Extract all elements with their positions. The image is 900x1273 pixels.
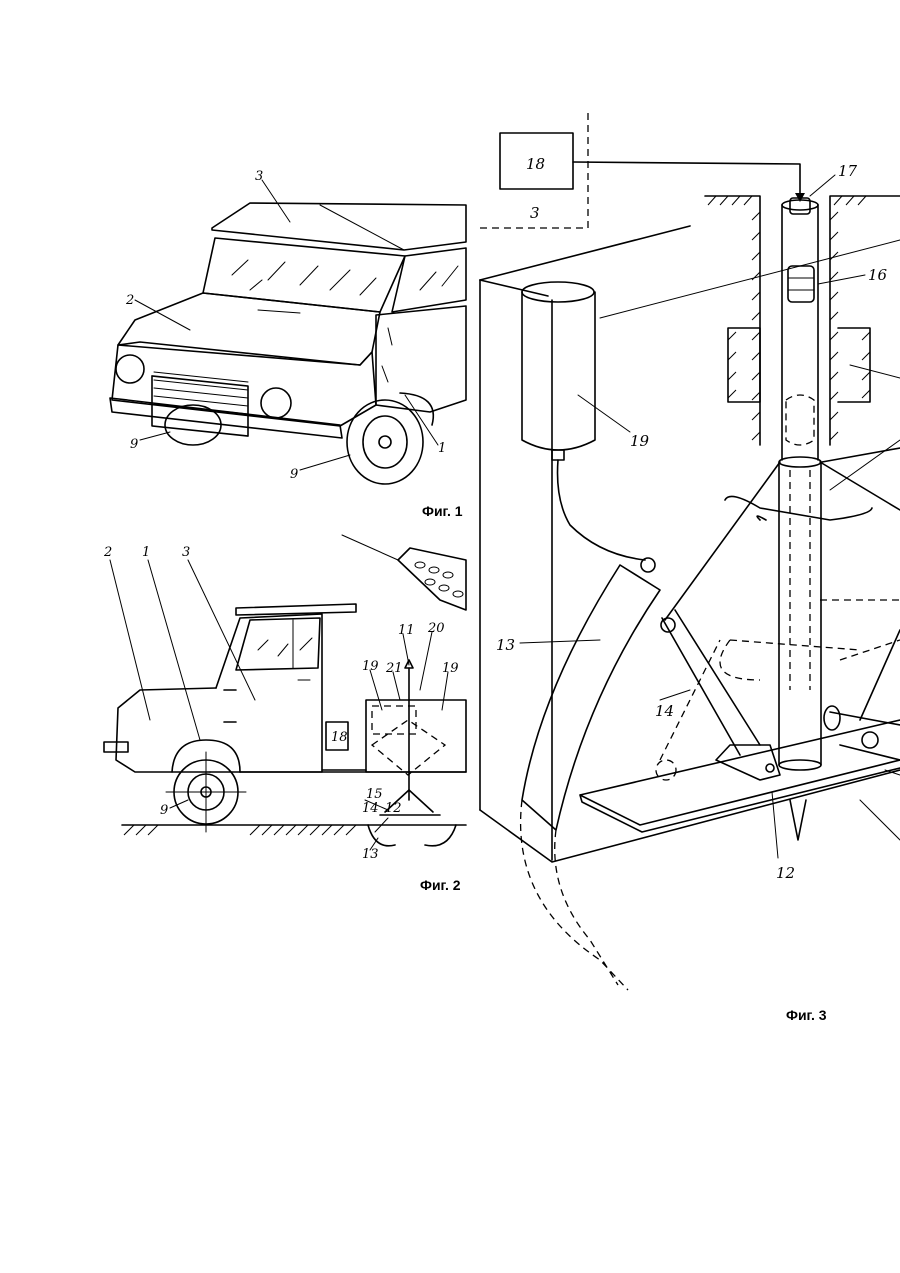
fig1-label-9b: 9 [290, 467, 298, 482]
fig2-label-13: 13 [362, 847, 379, 862]
fig3-mechanism-detail: 18 3 17 16 19 13 14 12 Фиг. 3 [480, 110, 900, 1023]
fig1-label-1: 1 [438, 441, 446, 456]
fig3-signal-line [573, 162, 800, 196]
fig3-column-housing [705, 196, 900, 445]
fig1-wheel-right [347, 400, 423, 484]
fig3-hose-ring [641, 558, 655, 572]
fig3-right-arm-end [824, 706, 840, 730]
fig1-label-3: 3 [255, 169, 263, 184]
fig2-roof [236, 604, 356, 615]
fig3-base-plate-12 [580, 720, 900, 832]
fig1-headlight-left [116, 355, 144, 383]
fig3-piston-16 [788, 266, 814, 302]
fig3-caption: Фиг. 3 [786, 1007, 827, 1023]
fig3-label-16: 16 [868, 266, 888, 284]
fig1-wheel-left [165, 405, 221, 445]
fig2-label-19b: 19 [442, 661, 459, 676]
fig2-blades [368, 825, 456, 846]
fig3-side-blocks [728, 328, 870, 402]
fig2-ground-hatching [124, 825, 356, 835]
fig2-cab-window [236, 618, 320, 670]
fig2-label-15: 15 [366, 787, 383, 802]
fig1-label-9a: 9 [130, 437, 138, 452]
fig3-foot-bolt [766, 764, 774, 772]
fig2-label-12: 12 [385, 801, 402, 816]
fig3-column-bottom [779, 760, 821, 770]
fig3-hose [558, 460, 646, 560]
fig3-right-pivot [862, 732, 878, 748]
fig3-side-block-hatching [728, 332, 870, 398]
fig3-label-14: 14 [655, 702, 674, 720]
fig2-label-1: 1 [142, 545, 150, 560]
fig3-inner-rod-dashed [790, 470, 810, 690]
fig1-glass-hatching [232, 260, 376, 295]
fig3-box-top-edge [480, 226, 690, 280]
fig2-caption: Фиг. 2 [420, 877, 461, 893]
fig2-label-9: 9 [160, 803, 168, 818]
fig2-label-20: 20 [427, 621, 445, 636]
fig3-column-collar [779, 457, 821, 467]
fig3-housing-hatching [708, 196, 866, 440]
fig2-label-2: 2 [103, 545, 112, 560]
fig3-blade-13 [522, 565, 660, 830]
fig2-body-marks [224, 690, 236, 722]
fig3-arm-14 [662, 610, 760, 755]
fig3-blade-dashed-extension [521, 800, 628, 990]
fig3-column-upper [782, 205, 818, 460]
fig2-glass-hatching [258, 638, 312, 656]
fig3-upper-links [665, 448, 900, 620]
fig1-side-glass-hatching [420, 266, 458, 290]
fig2-label-3: 3 [182, 545, 190, 560]
fig3-container-19 [522, 292, 595, 450]
fig1-headlight-right [261, 388, 291, 418]
fig1-leaders [135, 180, 438, 470]
fig3-label-17: 17 [838, 162, 858, 180]
fig3-handle-grip [757, 516, 766, 520]
fig2-hood [116, 688, 216, 772]
fig3-box-corner [480, 280, 548, 296]
fig1-hood-vent [258, 310, 300, 313]
fig3-upper-brace [600, 240, 900, 318]
fig3-label-3: 3 [530, 204, 540, 222]
fig1-wheel-hub [379, 436, 391, 448]
fig3-right-link [860, 630, 900, 720]
fig2-cab [210, 614, 322, 772]
fig3-label-18: 18 [526, 155, 545, 173]
fig3-spike [790, 800, 806, 840]
fig3-label-13: 13 [496, 636, 515, 654]
fig2-vehicle-side-view: 2 1 3 11 20 19 21 19 18 9 15 14 12 13 Фи… [103, 535, 466, 893]
fig1-hood [118, 293, 380, 365]
fig1-side-body [376, 306, 466, 412]
fig1-caption: Фиг. 1 [422, 503, 463, 519]
fig3-piston-rings [788, 278, 814, 290]
fig3-dashed-sleeve [786, 395, 814, 445]
fig3-column-lower [779, 462, 821, 765]
fig2-label-18: 18 [331, 730, 348, 745]
fig1-label-2: 2 [125, 293, 134, 308]
fig2-label-14: 14 [362, 801, 379, 816]
fig1-windshield [203, 238, 405, 312]
fig1-wheel-right-rim [363, 416, 407, 468]
fig2-inset-leader [342, 535, 398, 560]
fig3-container-nozzle [552, 450, 564, 460]
fig3-label-12: 12 [776, 864, 795, 882]
fig2-inset-holes [415, 562, 463, 597]
fig2-wheel-axes [166, 752, 246, 832]
fig2-label-11: 11 [398, 623, 415, 638]
fig1-vehicle-perspective: 3 2 9 9 1 Фиг. 1 [110, 169, 466, 519]
fig3-label-19: 19 [630, 432, 650, 450]
fig1-roof [212, 203, 466, 250]
fig2-label-21: 21 [385, 661, 403, 676]
fig1-door-handles [382, 328, 392, 382]
fig2-label-19a: 19 [362, 659, 379, 674]
